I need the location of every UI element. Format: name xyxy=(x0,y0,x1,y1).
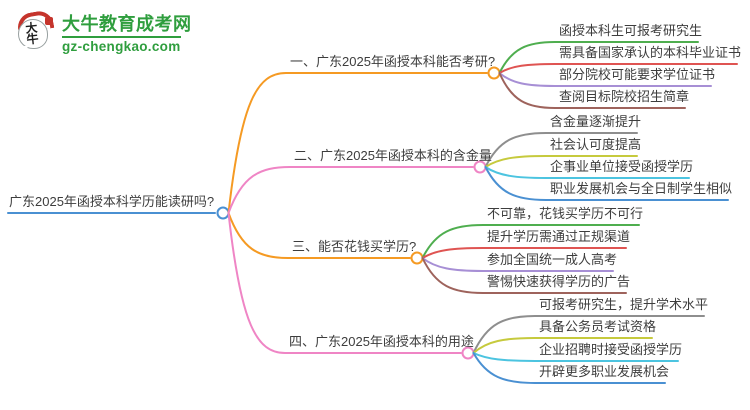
leaf-node[interactable]: 警惕快速获得学历的广告 xyxy=(487,274,631,289)
leaf-connector xyxy=(484,166,690,179)
site-logo: 大牛 大牛教育成考网 gz-chengkao.com xyxy=(15,9,192,55)
leaf-connector xyxy=(472,337,653,354)
leaf-node[interactable]: 需具备国家承认的本科毕业证书 xyxy=(559,45,742,60)
leaf-connector xyxy=(472,352,679,362)
leaf-node[interactable]: 参加全国统一成人高考 xyxy=(487,252,618,267)
leaf-node[interactable]: 企业招聘时接受函授学历 xyxy=(539,342,683,357)
leaf-connector xyxy=(498,72,686,109)
branch-connector xyxy=(227,212,411,259)
leaf-node[interactable]: 可报考研究生，提升学术水平 xyxy=(539,297,709,312)
leaf-node[interactable]: 部分院校可能要求学位证书 xyxy=(559,67,716,82)
site-name: 大牛教育成考网 xyxy=(62,14,192,34)
leaf-node[interactable]: 查阅目标院校招生简章 xyxy=(559,89,690,104)
branch-node[interactable]: 三、能否花钱买学历? xyxy=(292,239,417,254)
leaf-connector xyxy=(421,257,627,294)
leaf-connector xyxy=(421,257,614,272)
branch-node[interactable]: 四、广东2025年函授本科的用途 xyxy=(289,334,474,349)
leaf-connector xyxy=(484,155,638,168)
logo-speech-bubble-icon: 大牛 xyxy=(18,19,48,53)
leaf-connector xyxy=(421,247,627,259)
leaf-node[interactable]: 提升学历需通过正规渠道 xyxy=(487,229,631,244)
logo-bull-icon: 大牛 xyxy=(15,9,55,55)
leaf-node[interactable]: 职业发展机会与全日制学生相似 xyxy=(550,181,733,196)
leaf-connector xyxy=(472,352,666,384)
leaf-connector xyxy=(484,166,729,201)
root-node[interactable]: 广东2025年函授本科学历能读研吗? xyxy=(9,194,215,209)
leaf-connector xyxy=(498,63,738,74)
leaf-node[interactable]: 不可靠，花钱买学历不可行 xyxy=(487,206,644,221)
branch-node[interactable]: 二、广东2025年函授本科的含金量 xyxy=(294,148,492,163)
leaf-connector xyxy=(498,72,712,87)
site-url: gz-chengkao.com xyxy=(62,36,181,54)
leaf-connector xyxy=(472,315,705,354)
leaf-connector xyxy=(484,132,638,168)
leaf-node[interactable]: 具备公务员考试资格 xyxy=(539,319,657,334)
logo-text-block: 大牛教育成考网 gz-chengkao.com xyxy=(62,13,192,54)
branch-connector xyxy=(227,212,462,354)
logo-red-seal-icon xyxy=(45,17,53,25)
branch-connector xyxy=(227,72,488,214)
leaf-connector xyxy=(421,224,640,259)
branch-connector xyxy=(227,166,474,214)
leaf-node[interactable]: 企事业单位接受函授学历 xyxy=(550,159,694,174)
root-collapse-handle[interactable] xyxy=(216,206,230,220)
leaf-node[interactable]: 函授本科生可报考研究生 xyxy=(559,23,703,38)
leaf-node[interactable]: 社会认可度提高 xyxy=(550,137,642,152)
leaf-connector xyxy=(498,41,699,74)
logo-bubble-tail-icon xyxy=(22,46,29,53)
leaf-node[interactable]: 开辟更多职业发展机会 xyxy=(539,364,670,379)
leaf-node[interactable]: 含金量逐渐提升 xyxy=(550,114,642,129)
branch-node[interactable]: 一、广东2025年函授本科能否考研? xyxy=(290,54,496,69)
